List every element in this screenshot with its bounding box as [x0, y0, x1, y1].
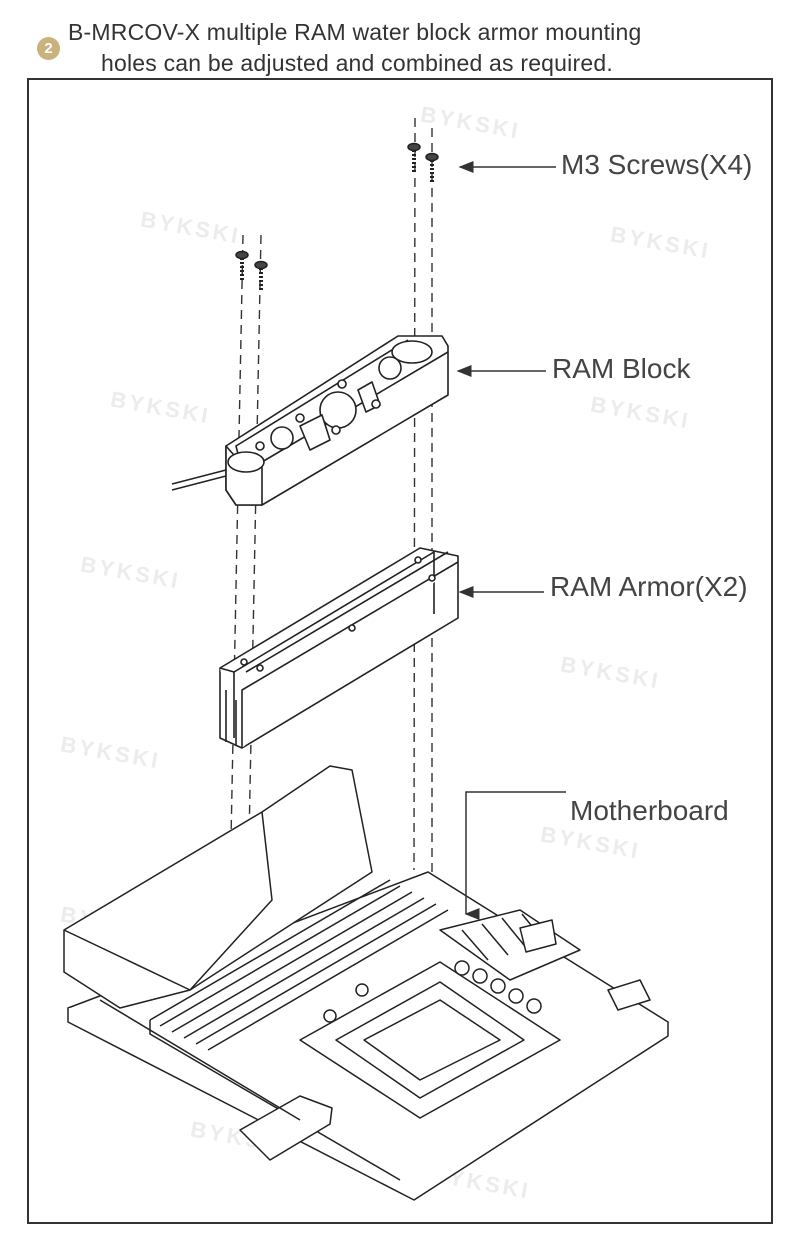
callout-ram-armor: RAM Armor(X2): [550, 571, 748, 602]
motherboard: [63, 765, 669, 1201]
header-line-2: holes can be adjusted and combined as re…: [101, 50, 613, 76]
m3-screws: [235, 142, 439, 290]
screw: [254, 260, 268, 290]
callout-m3-screws: M3 Screws(X4): [561, 149, 753, 180]
header: 2 B-MRCOV-X multiple RAM water block arm…: [0, 0, 800, 78]
header-line-1: B-MRCOV-X multiple RAM water block armor…: [68, 19, 642, 45]
alignment-guides: [227, 117, 433, 991]
screw: [235, 250, 249, 280]
callout-ram-block: RAM Block: [552, 353, 691, 384]
ram-water-block: [171, 335, 449, 506]
ram-armor: [219, 547, 459, 749]
screw: [407, 142, 421, 172]
screw: [425, 152, 439, 182]
diagram-frame: [27, 78, 773, 1224]
callout-leaders: [456, 161, 566, 920]
callout-motherboard: Motherboard: [570, 795, 729, 826]
step-number-badge: 2: [37, 37, 60, 60]
